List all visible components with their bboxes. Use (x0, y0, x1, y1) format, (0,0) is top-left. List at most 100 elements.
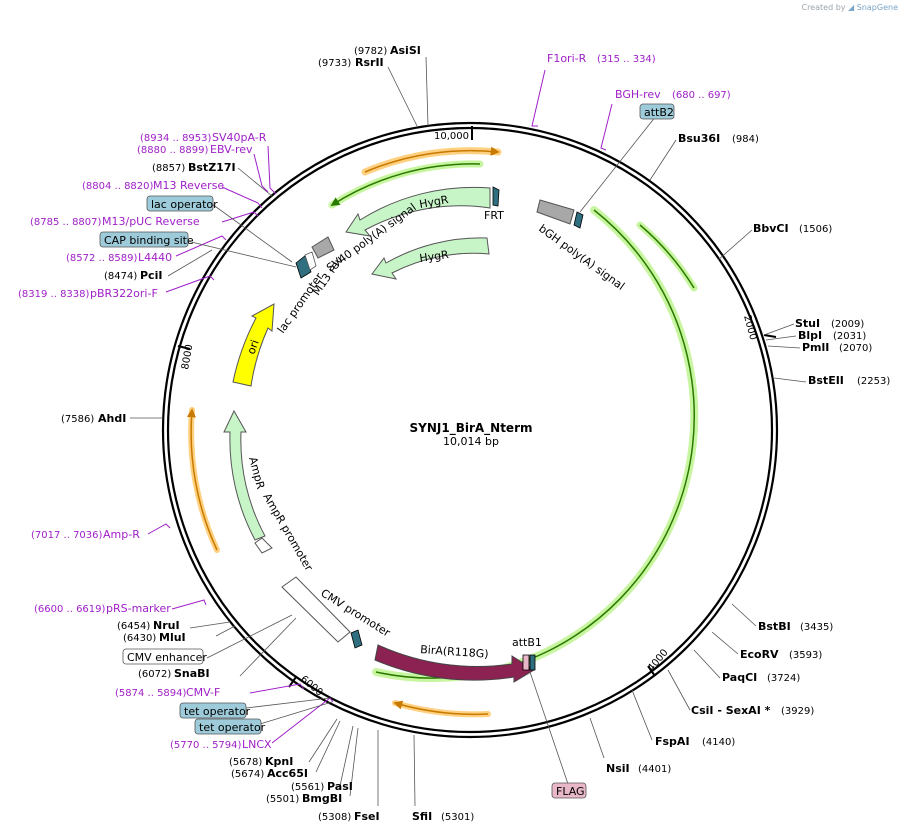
primer-range: (6600 .. 6619) (34, 604, 106, 615)
site-name: PasI (327, 780, 353, 793)
site-rsrii: (9733)RsrII (318, 56, 384, 69)
site-pos: (7586) (61, 414, 94, 425)
plasmid-name: SYNJ1_BirA_Nterm (410, 421, 533, 436)
site-name: BmgBI (302, 792, 342, 805)
primer-name: BGH-rev (615, 88, 661, 101)
credit-brand: SnapGene (856, 3, 898, 12)
ori-feature: ori (232, 303, 275, 387)
plasmid-size: 10,014 bp (443, 435, 499, 448)
bgh-polya-feature: bGH poly(A) signal (536, 199, 627, 293)
primer-name: F1ori-R (547, 52, 587, 65)
ori-label: ori (245, 338, 262, 356)
box-label: CAP binding site (104, 234, 194, 247)
site-kpni: (5678)KpnI (229, 755, 293, 768)
plasmid-backbone (161, 121, 779, 739)
site-blpi: BlpI(2031) (798, 329, 866, 342)
frt-feature: FRT (484, 186, 504, 222)
site-pasi: (5561)PasI (291, 780, 353, 793)
site-name: BstZ17I (188, 161, 236, 174)
primer-sv40pa-r: (8934 .. 8953)SV40pA-R (140, 131, 267, 144)
site-pos: (5678) (229, 757, 262, 768)
primer-range: (315 .. 334) (597, 54, 656, 65)
primer-l4440: (8572 .. 8589)L4440 (66, 251, 172, 264)
site-name: BlpI (798, 329, 822, 342)
site-bbvci: BbvCI(1506) (753, 222, 832, 235)
site-name: RsrII (355, 56, 384, 69)
tick-8000: 8000 (177, 344, 195, 371)
site-bstz17i: (8857)BstZ17I (152, 161, 236, 174)
site-nsii: NsiI(4401) (606, 762, 671, 775)
site-bstbi: BstBI (3435) (758, 620, 833, 633)
site-pos: (2009) (831, 319, 864, 330)
primer-name: M13 Reverse (153, 179, 224, 192)
site-bsteii: BstEII(2253) (808, 374, 890, 387)
site-name: FseI (354, 810, 380, 823)
site-pos: (8857) (152, 163, 185, 174)
primer-range: (8785 .. 8807) (30, 217, 102, 228)
tick-label-8000: 8000 (180, 344, 195, 371)
tick-6000: 6000 (288, 674, 325, 699)
box-lac-operator: lac operator (146, 195, 218, 212)
box-label: tet operator (199, 721, 266, 734)
site-name: Bsu36I (678, 132, 720, 145)
site-name: PciI (140, 269, 162, 282)
primer-name: M13/pUC Reverse (102, 215, 200, 228)
site-pos: (1506) (799, 224, 832, 235)
hygr-outer-arrow: HygR (345, 186, 491, 237)
primer-range: (7017 .. 7036) (31, 530, 103, 541)
site-csii-sexai: CsiI - SexAI *(3929) (691, 704, 814, 717)
bira-feature: BirA(R118G) (374, 643, 535, 683)
primer-range: (8804 .. 8820) (82, 181, 154, 192)
site-pcii: (8474)PciI (104, 269, 162, 282)
site-name: PaqCI (722, 671, 757, 684)
site-name: PmlI (802, 341, 829, 354)
box-attb2: attB2 (639, 103, 675, 120)
primer-f1ori-r: F1ori-R (315 .. 334) (547, 52, 656, 65)
tick-label-10000: 10,000 (434, 131, 469, 142)
site-name: BstEII (808, 374, 844, 387)
site-pos: (3724) (767, 673, 800, 684)
site-name: AhdI (98, 412, 126, 425)
primer-range: (8319 .. 8338) (18, 289, 90, 300)
site-bmgbi: (5501)BmgBI (266, 792, 342, 805)
site-name: NruI (153, 619, 180, 632)
box-label: FLAG (556, 785, 585, 798)
primer-name: SV40pA-R (212, 131, 267, 144)
hygr-inner-label: HygR (419, 248, 450, 265)
site-asisi: (9782)AsiSI (354, 44, 421, 57)
site-name: EcoRV (740, 648, 779, 661)
box-label: lac operator (151, 198, 218, 211)
primer-name: pRS-marker (106, 602, 171, 615)
hygr-outer-label: HygR (418, 193, 450, 211)
box-flag: FLAG (551, 782, 587, 799)
bgh-label: bGH poly(A) signal (536, 222, 627, 293)
primer-name: EBV-rev (210, 143, 253, 156)
site-pos: (3929) (781, 706, 814, 717)
box-connectors (186, 115, 657, 785)
primer-range: (8934 .. 8953) (140, 133, 212, 144)
site-pos: (3435) (800, 622, 833, 633)
site-name: Acc65I (267, 767, 308, 780)
snapgene-credit: Created by ◢ SnapGene (801, 3, 898, 12)
primer-range: (8572 .. 8589) (66, 253, 138, 264)
hygr-inner-arrow: HygR (371, 237, 490, 280)
primer-name: CMV-F (186, 686, 220, 699)
ampr-label: AmpR (246, 455, 267, 490)
site-pos: (5674) (231, 769, 264, 780)
primer-lncx: (5770 .. 5794)LNCX (170, 738, 272, 751)
primers: F1ori-R(315 .. 334) BGH-rev(680 .. 697) … (18, 52, 731, 751)
primer-name: LNCX (242, 738, 272, 751)
site-name: FspAI (655, 735, 690, 748)
attb1-feature: attB1 (512, 636, 542, 671)
site-name: BstBI (758, 620, 791, 633)
primer-name: pBR322ori-F (90, 287, 158, 300)
primer-range: (8880 .. 8899) (137, 145, 209, 156)
box-label: attB2 (644, 106, 674, 119)
box-cap-binding-site: CAP binding site (99, 231, 194, 248)
bira-label: BirA(R118G) (420, 643, 489, 661)
restriction-sites: (9782)AsiSI (9733)RsrII Bsu36I(984) BbvC… (61, 44, 890, 823)
site-stui: StuI(2009) (795, 317, 864, 330)
boxed-labels: attB2 lac operator CAP binding site CMV … (99, 103, 675, 799)
ampr-feature: AmpR AmpR promoter (223, 409, 316, 574)
